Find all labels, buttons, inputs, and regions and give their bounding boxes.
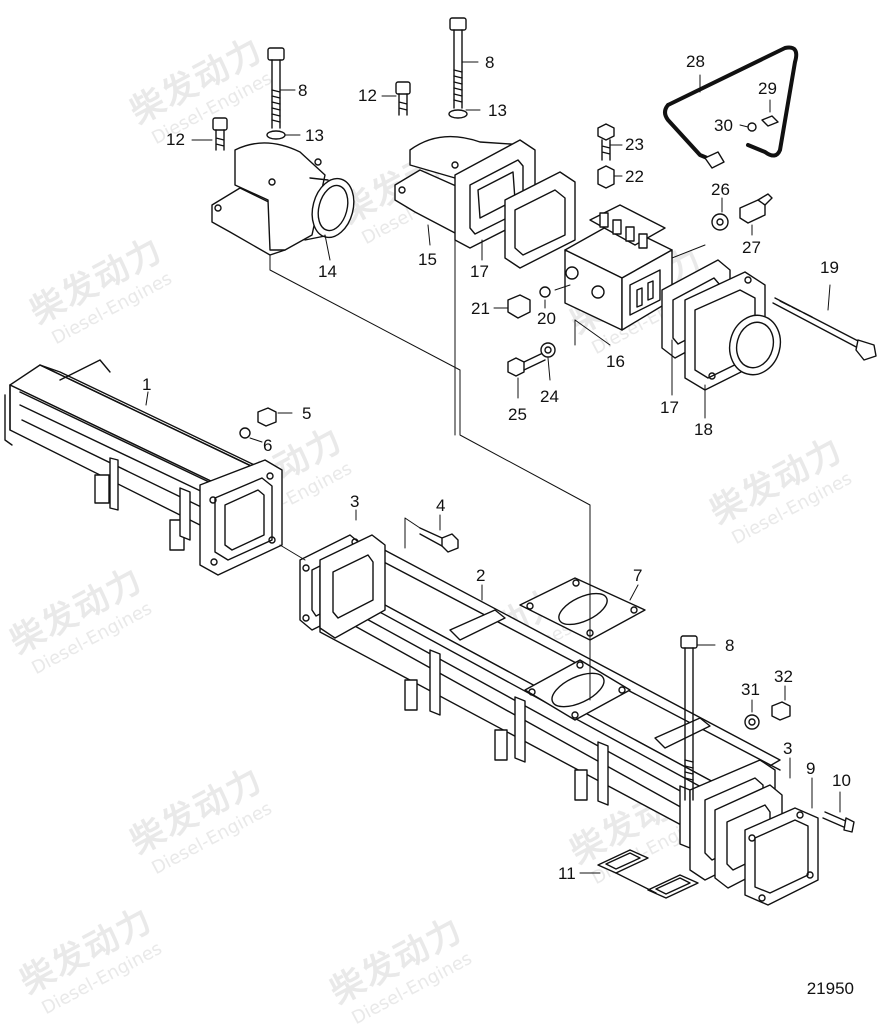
callout-15: 15 (418, 250, 437, 269)
callout-17: 17 (470, 262, 489, 281)
callout-1: 1 (142, 375, 152, 394)
assembly-lines (269, 239, 706, 701)
screw-23 (597, 123, 615, 161)
gasket-7 (519, 577, 646, 641)
callout-20: 20 (537, 309, 556, 328)
callout-24: 24 (540, 387, 559, 406)
callout-4: 4 (436, 496, 446, 515)
plug-21 (507, 294, 531, 319)
callout-32: 32 (774, 667, 793, 686)
bolt-19 (772, 297, 877, 361)
callout-7: 7 (633, 566, 643, 585)
callout-11: 11 (558, 864, 576, 883)
leader-lines (145, 61, 841, 874)
callout-3: 3 (783, 739, 793, 758)
callout-8: 8 (298, 81, 308, 100)
manifold-section-main (319, 534, 781, 881)
bolt-8-a (266, 47, 286, 140)
bolt-25 (507, 351, 546, 377)
callout-18: 18 (694, 420, 713, 439)
end-cover-9 (744, 807, 819, 906)
gasket-17-upper (504, 171, 576, 269)
callout-23: 23 (625, 135, 644, 154)
callout-16: 16 (606, 352, 625, 371)
callout-21: 21 (471, 299, 490, 318)
callout-6: 6 (263, 436, 273, 455)
bolt-8-b (448, 17, 468, 119)
callout-17: 17 (660, 398, 679, 417)
callout-12: 12 (358, 86, 377, 105)
washer-6 (239, 427, 251, 439)
screw-10 (822, 811, 855, 833)
nut-22 (597, 165, 615, 189)
valve-housing-16 (564, 204, 673, 331)
gasket-11 (597, 849, 699, 899)
callout-22: 22 (625, 167, 644, 186)
callout-29: 29 (758, 79, 777, 98)
bolt-8-c (680, 635, 698, 801)
callout-2: 2 (476, 566, 486, 585)
callout-26: 26 (711, 180, 730, 199)
plug-32 (771, 701, 791, 721)
callout-13: 13 (488, 101, 507, 120)
callout-31: 31 (741, 680, 760, 699)
washer-31 (744, 714, 760, 730)
sensor-27 (739, 193, 773, 224)
screw-12-b (395, 81, 411, 116)
callout-28: 28 (686, 52, 705, 71)
plug-5 (257, 407, 277, 427)
washer-20 (539, 286, 551, 298)
washer-30 (747, 122, 757, 132)
callout-12: 12 (166, 130, 185, 149)
screw-29 (761, 115, 779, 127)
callout-19: 19 (820, 258, 839, 277)
callout-25: 25 (508, 405, 527, 424)
screw-4 (419, 527, 459, 553)
callout-5: 5 (302, 404, 312, 423)
callout-30: 30 (714, 116, 733, 135)
callout-8: 8 (485, 53, 495, 72)
callout-13: 13 (305, 126, 324, 145)
callout-10: 10 (832, 771, 851, 790)
callout-14: 14 (318, 262, 337, 281)
callout-8: 8 (725, 636, 735, 655)
drawing-number: 21950 (806, 979, 854, 998)
manifold-section-left (4, 359, 283, 576)
callout-27: 27 (742, 238, 761, 257)
callout-3: 3 (350, 492, 360, 511)
callout-9: 9 (806, 759, 816, 778)
elbow-14 (211, 142, 355, 256)
outlet-18 (684, 271, 782, 391)
screw-12-a (212, 117, 228, 151)
washer-26 (711, 213, 729, 231)
pipe-28 (663, 45, 799, 169)
washer-24 (540, 342, 556, 358)
